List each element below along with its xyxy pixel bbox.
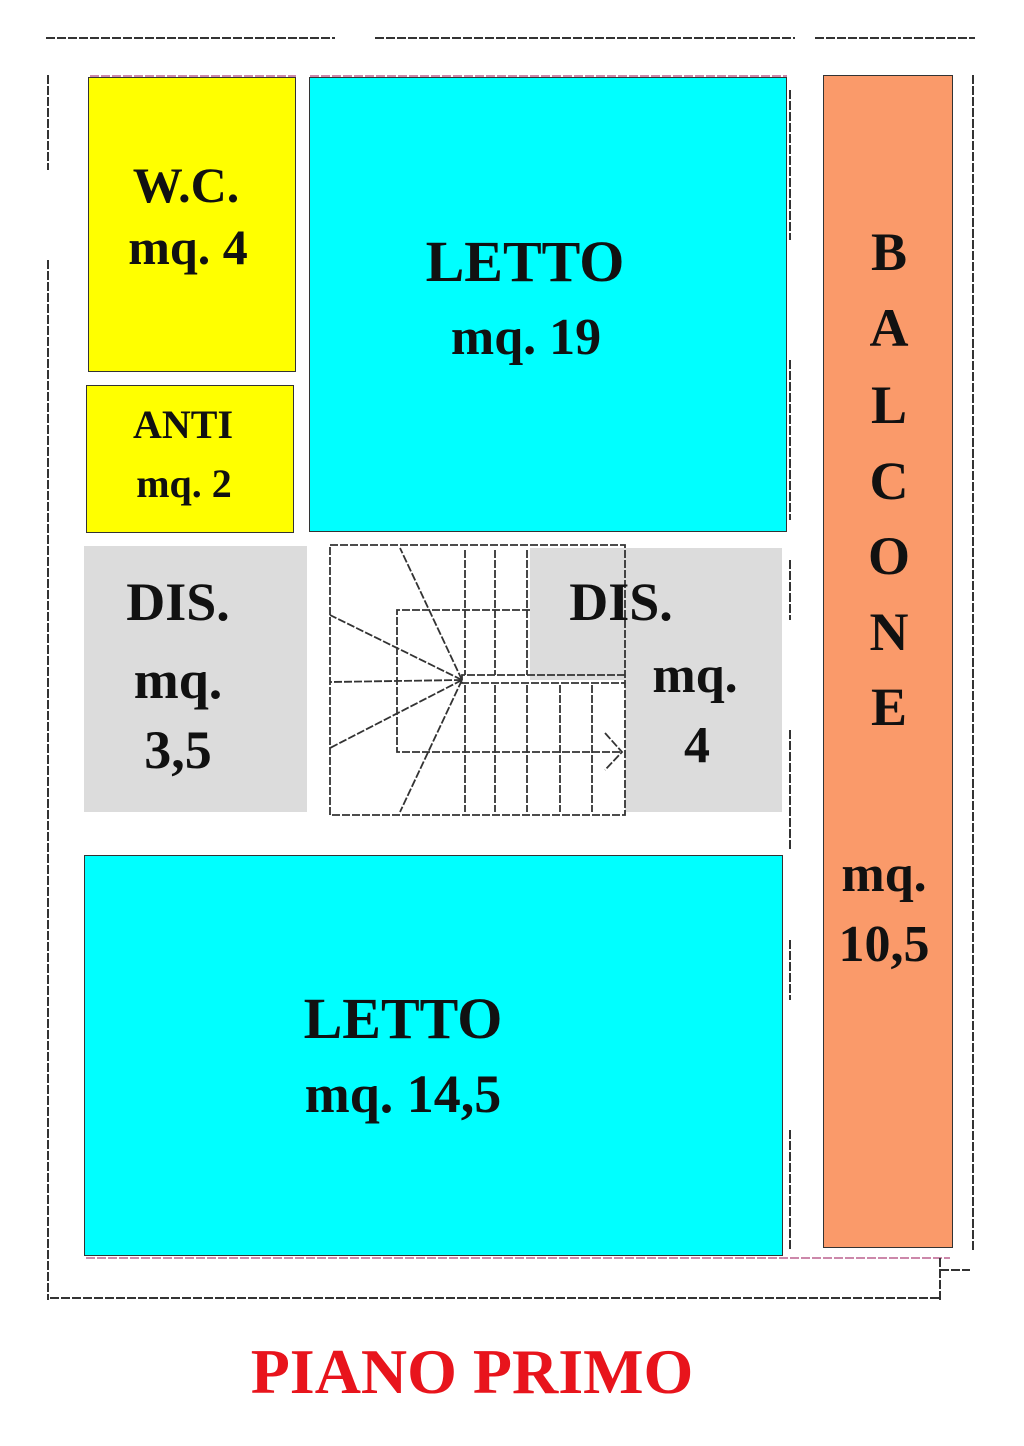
anti-name: ANTI [132,402,234,447]
dis-right-name: DIS. [569,572,673,632]
letto-top-name: LETTO [425,229,625,294]
room-dis-left [84,546,307,812]
dis-left-area-value: 3,5 [144,720,212,780]
floor-title: PIANO PRIMO [250,1336,694,1407]
balcone-letter: B [870,222,908,282]
room-dis-right-top [530,548,782,680]
dis-right-area-label: mq. [652,647,738,704]
room-letto-top [309,77,787,532]
room-balcone [823,75,953,1248]
letto-top-area: mq. 19 [450,309,602,366]
wc-name: W.C. [132,157,240,213]
room-letto-bottom [84,855,783,1256]
room-dis-right-bottom [625,678,782,812]
dis-left-name: DIS. [126,572,230,632]
balcone-letter: C [869,451,909,511]
wc-area: mq. 4 [128,219,248,275]
letto-bottom-area: mq. 14,5 [304,1064,502,1124]
balcone-letter: N [869,602,909,662]
balcone-area-label: mq. [841,846,927,903]
dis-right-area-value: 4 [684,717,710,774]
balcone-letter: O [867,526,911,586]
balcone-area-value: 10,5 [838,916,930,973]
balcone-letter: L [870,375,908,435]
anti-area: mq. 2 [136,461,232,506]
letto-bottom-name: LETTO [303,986,503,1051]
room-anti [86,385,294,533]
balcone-letter: E [870,677,908,737]
balcone-letter: A [869,298,909,358]
room-wc [88,77,296,372]
dis-left-area-label: mq. [133,650,223,710]
